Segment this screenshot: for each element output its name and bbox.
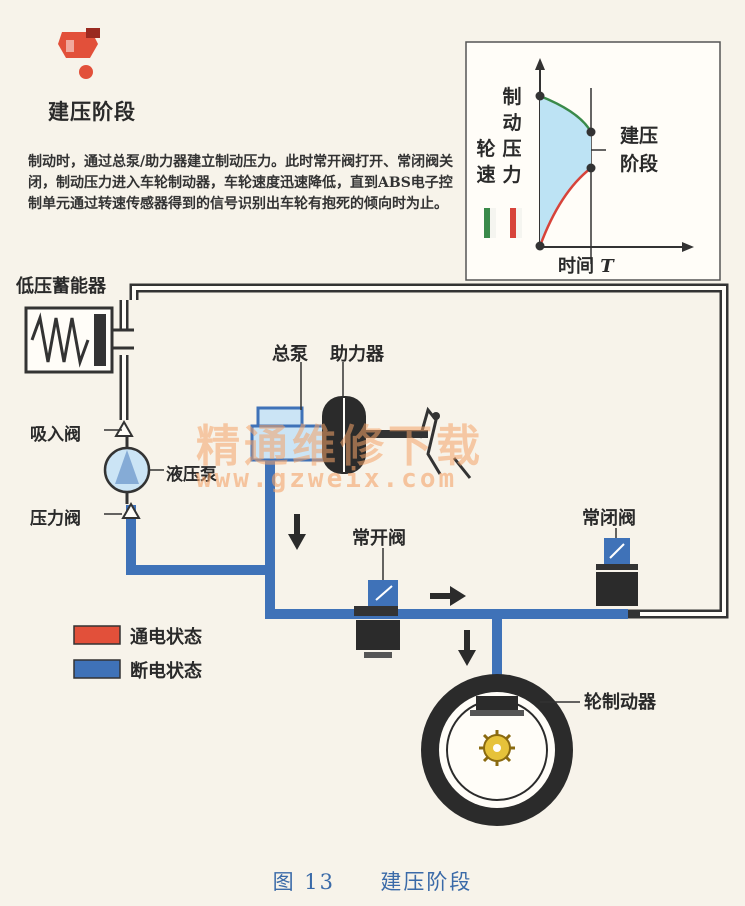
speed-swatch	[510, 208, 516, 238]
hydraulic-pump	[103, 446, 164, 494]
wheel-speed-curve	[538, 167, 592, 247]
graph-y-axis-arrow-icon	[535, 58, 545, 70]
pressure-swatch	[484, 208, 490, 238]
page-title: 建压阶段	[48, 100, 136, 124]
speed-swatch-white	[516, 208, 522, 238]
pressure-check-valve	[121, 501, 141, 519]
legend-de-energized-label: 断电状态	[130, 661, 202, 682]
figure-number: 图 13	[272, 870, 336, 894]
accumulator-label: 低压蓄能器	[16, 276, 106, 297]
pump-label: 液压泵	[166, 465, 217, 485]
description-text: 制动时，通过总泵/助力器建立制动压力。此时常开阀打开、常闭阀关闭，制动压力进入车…	[28, 154, 454, 212]
graph-y-label-2: 轮 速	[476, 138, 496, 186]
graph-frame	[465, 41, 721, 281]
watermark-url: www.gzweix.com	[196, 464, 458, 494]
wheel-hub-gear-icon	[479, 730, 515, 766]
build-up-region	[540, 96, 591, 246]
legend-energized-label: 通电状态	[130, 627, 202, 648]
flow-arrow-right-icon	[450, 586, 466, 606]
inlet-valve-label: 吸入阀	[30, 425, 81, 445]
legend-swatch-energized	[73, 625, 121, 645]
brake-booster	[322, 396, 428, 474]
phase-label: 建压 阶段	[620, 125, 659, 175]
normally-open-valve	[354, 580, 400, 658]
figure-caption: 图 13 建压阶段	[0, 866, 745, 896]
graph-x-label: 时间 T	[558, 256, 614, 277]
figure-title: 建压阶段	[380, 870, 473, 894]
curve-point	[535, 241, 545, 251]
legend-swatch-de-energized	[73, 659, 121, 679]
master-cylinder-label: 总泵	[272, 344, 308, 365]
flow-arrows	[288, 514, 476, 666]
pressure-valve-label: 压力阀	[30, 509, 81, 529]
pressure-swatch-white	[490, 208, 496, 238]
flow-arrow-down-icon	[288, 534, 306, 550]
warning-indicator-icon	[58, 28, 100, 79]
graph-y-label: 制 动 压 力	[502, 86, 522, 186]
booster-label: 助力器	[330, 344, 384, 365]
inlet-check-valve	[114, 419, 134, 437]
normally-closed-valve	[596, 538, 638, 606]
curve-point	[586, 127, 596, 137]
accumulator-component	[24, 306, 114, 374]
brake-pedal	[418, 406, 472, 479]
curve-point	[535, 91, 545, 101]
curve-point	[586, 163, 596, 173]
wheel-brake-label: 轮制动器	[584, 692, 656, 713]
normally-open-valve-label: 常开阀	[352, 528, 406, 549]
flow-arrow-down-icon	[458, 650, 476, 666]
watermark-text: 精通维修下载	[196, 421, 484, 472]
graph-x-axis-arrow-icon	[682, 242, 694, 252]
normally-closed-valve-label: 常闭阀	[582, 508, 636, 529]
